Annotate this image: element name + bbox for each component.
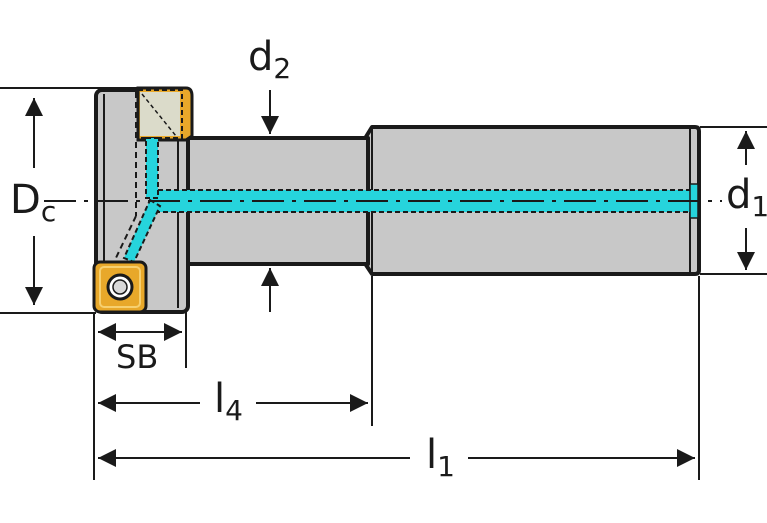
dimension-l4-label: l4 [214, 376, 243, 427]
dimension-l1 [98, 276, 700, 480]
top-insert [136, 86, 194, 142]
dimension-d1-label: d1 [726, 172, 767, 223]
dimension-dc-label: Dc [10, 177, 56, 228]
dimension-d2-label: d2 [248, 34, 291, 85]
dimension-l1-label: l1 [426, 432, 455, 483]
hidden-lines [113, 92, 137, 263]
bottom-insert [92, 260, 148, 314]
dimension-sb-label: SB [116, 338, 158, 376]
dimension-sb [93, 312, 187, 480]
dimension-dc [0, 87, 140, 314]
dimension-d1 [700, 126, 767, 275]
dimension-l4 [98, 276, 373, 426]
